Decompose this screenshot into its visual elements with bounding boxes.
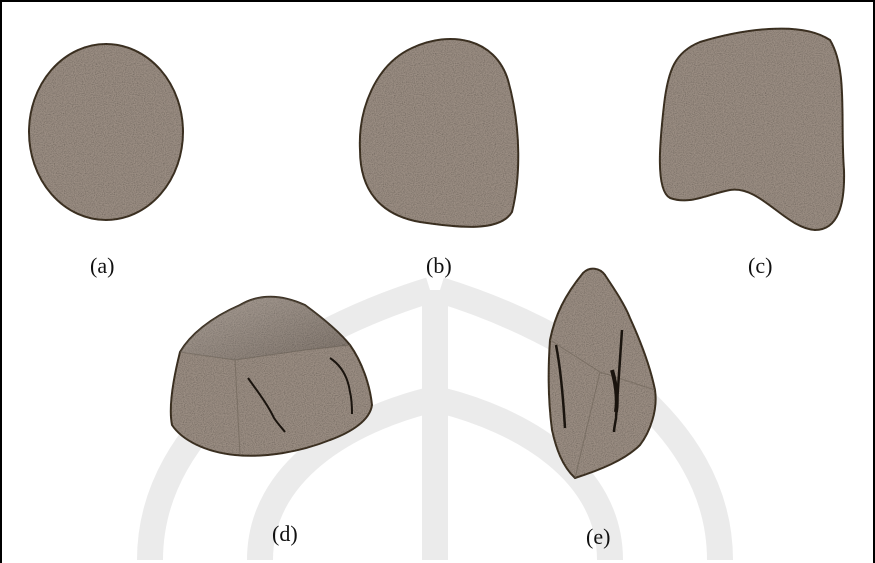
particle-b-subrounded <box>360 39 518 227</box>
label-c: (c) <box>748 253 772 279</box>
particle-c-irregular <box>660 29 844 230</box>
particle-e-very-angular <box>549 269 656 478</box>
particle-a-rounded <box>29 44 183 220</box>
label-d: (d) <box>272 521 298 547</box>
label-e: (e) <box>586 524 610 550</box>
label-b: (b) <box>426 253 452 279</box>
label-a: (a) <box>90 253 114 279</box>
